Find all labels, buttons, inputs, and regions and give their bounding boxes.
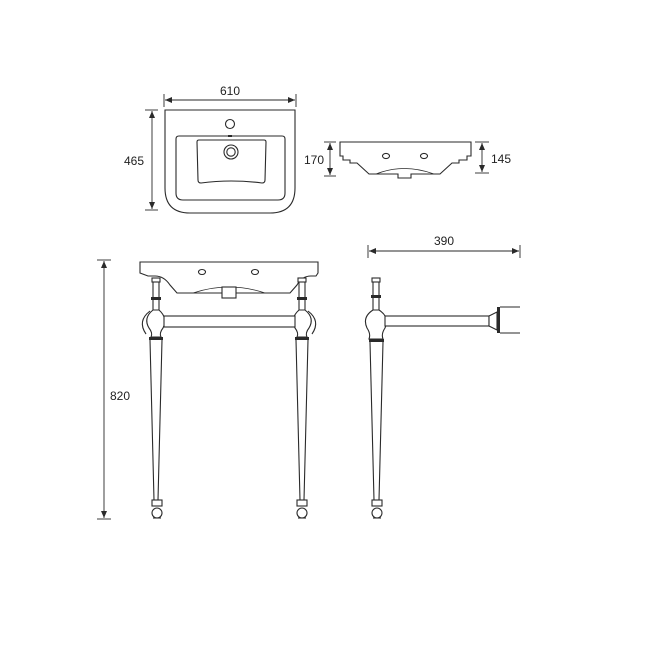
basin-bowl (196, 139, 267, 184)
basin-outline (164, 109, 296, 214)
basin-front-view (324, 141, 489, 179)
left-leg (141, 277, 166, 519)
dimension-465 (145, 109, 158, 211)
towel-rail (163, 315, 296, 328)
stand-front-view (97, 259, 319, 520)
side-rail (384, 315, 490, 327)
dimension-610 (163, 94, 297, 107)
basin-height-left-label: 170 (304, 153, 325, 167)
depth-dimension-label: 465 (124, 154, 145, 168)
stand-basin-outline (139, 261, 319, 294)
tap-hole-icon (224, 118, 236, 130)
stand-height-label: 820 (110, 389, 131, 403)
basin-height-right-label: 145 (491, 152, 512, 166)
stand-depth-label: 390 (434, 234, 455, 248)
basin-plan-view (145, 94, 297, 214)
width-dimension-label: 610 (220, 84, 241, 98)
waste-outlet-icon (223, 144, 239, 160)
basin-front-outline (339, 141, 472, 179)
basin-rim (175, 135, 286, 201)
right-leg (292, 277, 317, 519)
stand-side-view (364, 245, 521, 519)
